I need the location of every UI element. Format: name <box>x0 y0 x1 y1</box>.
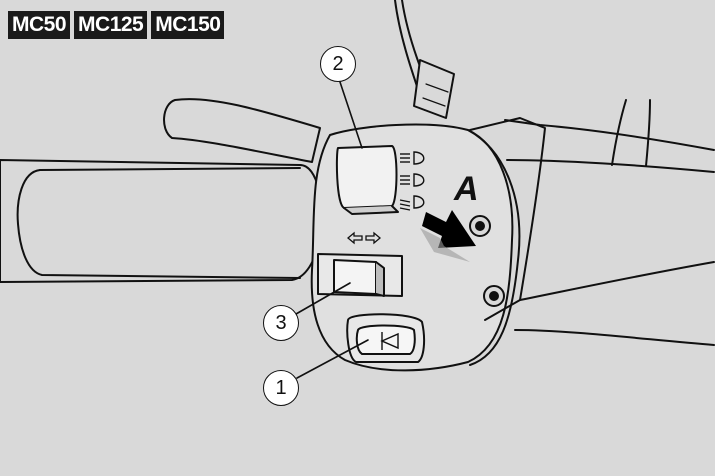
headlight-high-icon <box>400 151 425 165</box>
model-badges: MC50 MC125 MC150 <box>8 11 225 39</box>
model-badge: MC125 <box>74 11 148 39</box>
direction-arrow-a <box>420 210 476 262</box>
callout-dimmer-switch: 2 <box>320 46 356 82</box>
marker-a-label: A <box>454 170 479 208</box>
model-badge: MC50 <box>8 11 71 39</box>
headlight-low-icon <box>399 195 425 211</box>
callout-horn-button: 1 <box>263 370 299 406</box>
model-badge: MC150 <box>151 11 225 39</box>
turn-signal-arrows-icon <box>346 231 382 245</box>
callout-turn-signal-switch: 3 <box>263 305 299 341</box>
headlight-passing-icon <box>400 173 425 187</box>
horn-icon <box>380 332 399 350</box>
